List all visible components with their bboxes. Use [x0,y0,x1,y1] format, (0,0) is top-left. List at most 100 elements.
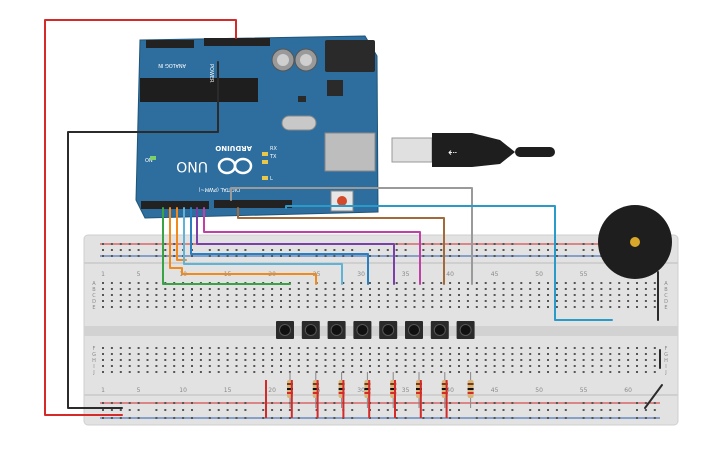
push-button[interactable] [379,321,398,339]
breadboard-hole [119,282,122,284]
breadboard-hole [208,294,211,296]
breadboard-hole [297,294,300,296]
breadboard-hole [627,294,630,296]
breadboard-hole [119,249,122,251]
breadboard-hole [484,417,487,419]
breadboard-hole [547,402,549,404]
push-button[interactable] [353,321,372,339]
breadboard-hole [591,365,594,367]
breadboard-hole [128,300,131,302]
breadboard-hole [333,347,336,349]
breadboard-hole [502,300,505,302]
breadboard-hole [404,409,407,411]
breadboard-hole [164,365,167,367]
breadboard-hole [235,300,238,302]
breadboard-hole [600,353,603,355]
magenta-wire [203,207,421,285]
breadboard-hole [208,365,211,367]
breadboard-hole [627,359,630,361]
breadboard-hole [288,359,291,361]
breadboard-hole [199,353,202,355]
breadboard-hole [262,306,265,308]
breadboard-hole [627,365,630,367]
breadboard-hole [271,402,274,404]
microcontroller-chip [140,78,258,102]
breadboard-hole [493,409,496,411]
breadboard-hole [235,347,238,349]
breadboard-hole [164,353,167,355]
breadboard-hole [297,371,300,373]
breadboard-hole [110,365,113,367]
breadboard-hole [253,371,256,373]
breadboard-hole [128,249,131,251]
breadboard-hole [404,249,407,251]
breadboard-hole [244,249,247,251]
breadboard-hole [493,365,496,367]
breadboard-hole [128,359,131,361]
breadboard-hole [555,249,558,251]
breadboard-hole [102,365,104,367]
breadboard-hole [422,306,425,308]
breadboard-hole [315,300,318,302]
breadboard-hole [137,288,140,290]
breadboard-hole [609,347,612,349]
breadboard-hole [262,359,265,361]
breadboard-hole [377,294,380,296]
breadboard-hole [422,409,425,411]
breadboard-hole [315,353,318,355]
breadboard-hole [449,402,452,404]
breadboard-hole [573,294,576,296]
push-button[interactable] [405,321,423,339]
breadboard-hole [369,294,371,296]
breadboard-hole [244,255,247,257]
breadboard-hole [280,371,282,373]
breadboard-hole [146,306,149,308]
breadboard-hole [342,288,345,290]
breadboard-hole [288,288,291,290]
breadboard-hole [119,255,122,257]
breadboard-hole [342,347,345,349]
breadboard-hole [458,249,460,251]
breadboard-hole [555,300,558,302]
breadboard-hole [475,409,478,411]
breadboard-hole [564,371,567,373]
breadboard-hole [137,359,140,361]
push-button[interactable] [301,321,320,339]
push-button[interactable] [430,321,449,339]
breadboard-hole [529,255,532,257]
breadboard-hole [164,255,167,257]
breadboard-hole [520,347,523,349]
breadboard-hole [502,294,505,296]
breadboard-hole [315,365,318,367]
breadboard-hole [191,402,193,404]
breadboard-hole [297,365,300,367]
breadboard-hole [119,306,122,308]
breadboard-hole [226,347,229,349]
breadboard-hole [208,255,211,257]
breadboard-hole [520,294,523,296]
breadboard-hole [102,371,104,373]
breadboard-hole [644,347,647,349]
breadboard-hole [128,347,131,349]
breadboard-hole [128,353,131,355]
breadboard-hole [369,371,371,373]
breadboard-hole [458,409,460,411]
breadboard-hole [573,306,576,308]
breadboard-hole [573,371,576,373]
breadboard-hole [137,371,140,373]
breadboard-hole [217,288,220,290]
breadboard-hole [137,417,140,419]
breadboard-hole [653,359,656,361]
breadboard-hole [110,243,113,245]
push-button[interactable] [276,321,294,339]
breadboard-hole [271,306,274,308]
breadboard-hole [618,417,621,419]
push-button[interactable] [327,321,346,339]
breadboard-hole [395,294,398,296]
breadboard-hole [360,306,363,308]
push-button[interactable] [456,321,475,339]
breadboard-hole [653,402,656,404]
breadboard-hole [458,255,460,257]
breadboard-hole [244,288,247,290]
